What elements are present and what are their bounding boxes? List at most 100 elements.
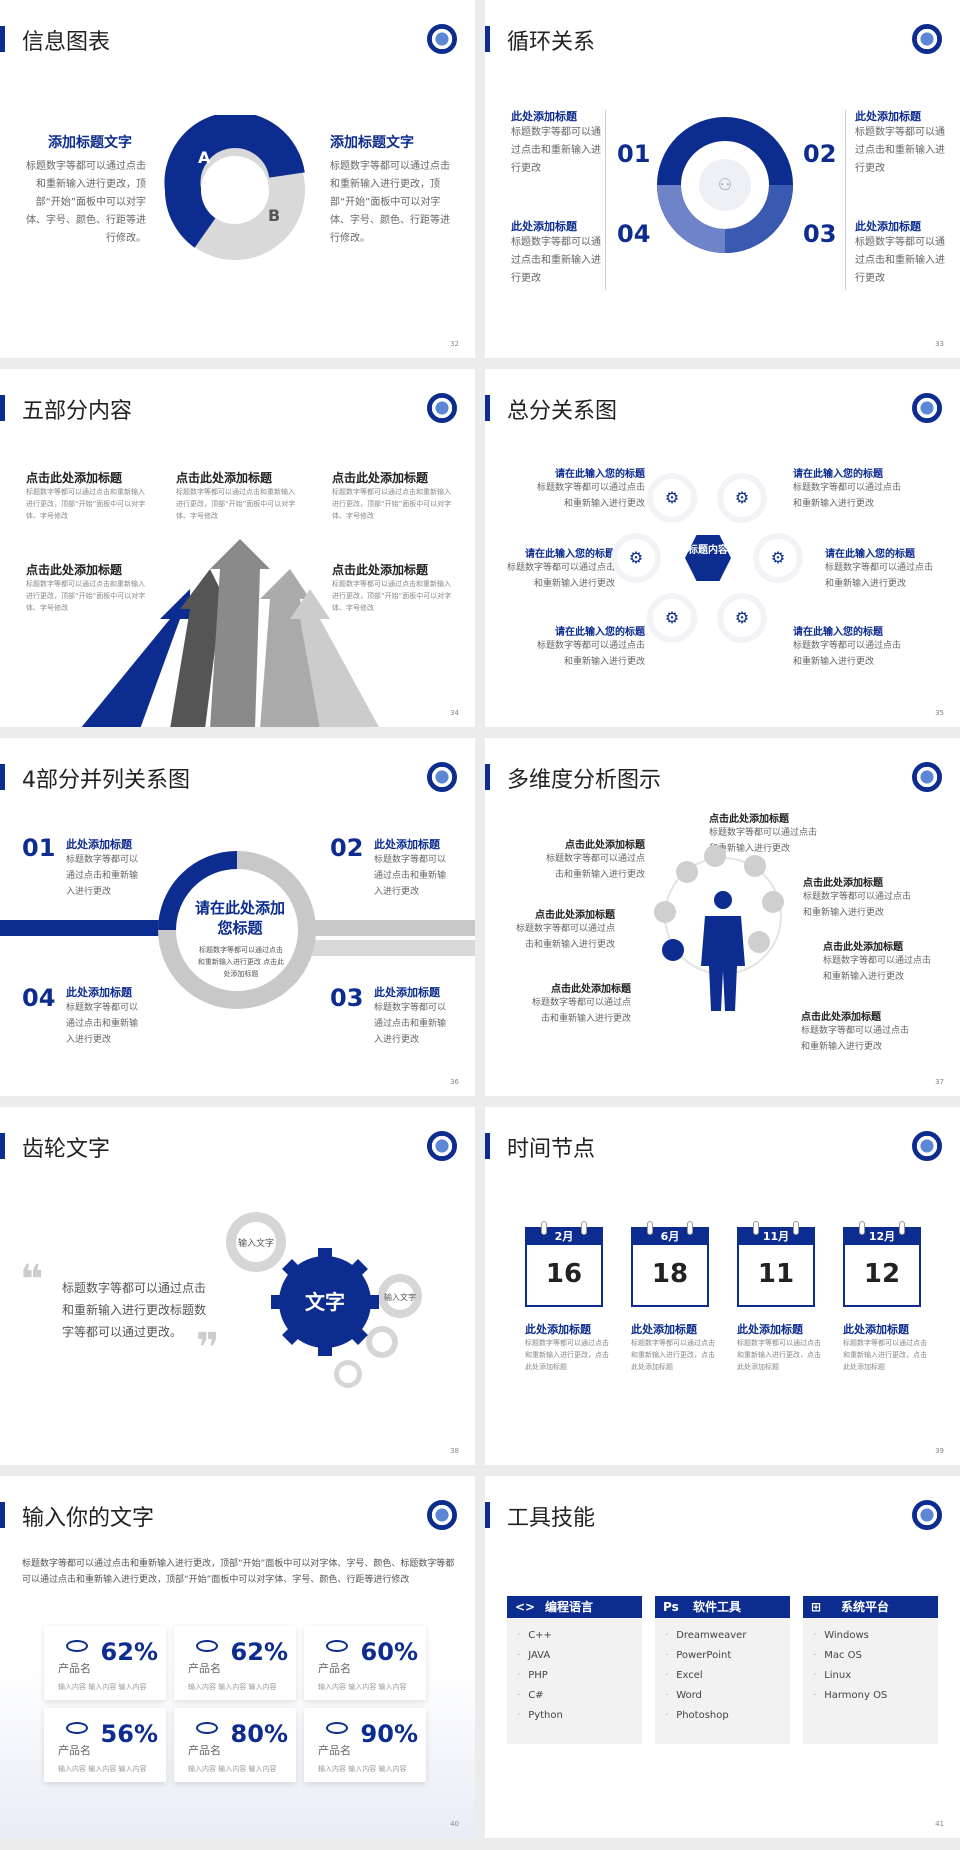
skill-group-programming: <>编程语言 C++ JAVA PHP C# Python (507, 1596, 642, 1744)
title-accent-bar (0, 1502, 5, 1528)
gear-small-label: 输入文字 (238, 1237, 274, 1249)
title-accent-bar (0, 1133, 5, 1159)
slide-title: 信息图表 (22, 30, 111, 55)
title-accent-bar (0, 764, 5, 790)
branch-item-6: 请在此输入您的标题 标题数字等都可以通过点击和重新输入进行更改 (793, 627, 902, 667)
cycle-item-2: 此处添加标题 标题数字等都可以通过点击和重新输入进行更改 (855, 110, 945, 174)
divider (605, 110, 606, 290)
quote-open-icon: ❝ (20, 1257, 44, 1303)
slide-title: 4部分并列关系图 (22, 768, 190, 793)
time-item-4: 此处添加标题 标题数字等都可以通过点击和重新输入进行更改，点击此处添加标题 (843, 1323, 927, 1371)
stat-card: 62% 产品名 输入内容 输入内容 输入内容 (174, 1626, 296, 1700)
university-logo (912, 1131, 942, 1161)
time-item-3: 此处添加标题 标题数字等都可以通过点击和重新输入进行更改，点击此处添加标题 (737, 1323, 821, 1371)
divider (845, 110, 846, 290)
calendar-card: 11月 11 (737, 1221, 815, 1307)
slide-multi-dimension[interactable]: 多维度分析图示 点击此处添加标题 标题数字等都可以通过点击和重新输入进行更改 点… (485, 738, 960, 1096)
page-number: 36 (450, 1078, 459, 1086)
center-heading: 请在此处添加您标题 (194, 899, 285, 937)
cycle-num-03: 03 (803, 220, 837, 248)
slide-five-parts[interactable]: 五部分内容 点击此处添加标题 标题数字等都可以通过点击和重新输入进行更改，顶部“… (0, 369, 475, 727)
university-logo (912, 393, 942, 423)
calendar-month: 12月 (845, 1229, 919, 1245)
right-heading: 添加标题文字 (330, 135, 414, 151)
title-accent-bar (0, 26, 5, 52)
part-item-5: 点击此处添加标题 标题数字等都可以通过点击和重新输入进行更改，顶部“开始”面板中… (332, 563, 452, 612)
product-icon (66, 1640, 88, 1652)
calendar-card: 2月 16 (525, 1221, 603, 1307)
slide-total-sub[interactable]: 总分关系图 请在此输入您的标题 标题数字等都可以通过点击和重新输入进行更改 请在… (485, 369, 960, 727)
dim-item-6: 点击此处添加标题 标题数字等都可以通过点击和重新输入进行更改 (531, 984, 631, 1024)
band-left (0, 920, 160, 936)
time-item-2: 此处添加标题 标题数字等都可以通过点击和重新输入进行更改，点击此处添加标题 (631, 1323, 715, 1371)
slide-gear-text[interactable]: 齿轮文字 ❝ 标题数字等都可以通过点击和重新输入进行更改标题数字等都可以通过更改… (0, 1107, 475, 1465)
title-accent-bar (0, 395, 5, 421)
branch-item-5: 请在此输入您的标题 标题数字等都可以通过点击和重新输入进行更改 (536, 627, 645, 667)
band-right-2 (312, 940, 475, 956)
gear-icon: ⚙ (759, 539, 797, 577)
dim-item-4: 点击此处添加标题 标题数字等都可以通过点击和重新输入进行更改 (515, 910, 615, 950)
part-item-2: 点击此处添加标题 标题数字等都可以通过点击和重新输入进行更改，顶部“开始”面板中… (176, 471, 296, 520)
slide-time-nodes[interactable]: 时间节点 2月 16 6月 18 11月 11 12月 12 此处添加标题 标题… (485, 1107, 960, 1465)
arrows-graphic (81, 539, 379, 727)
branch-item-1: 请在此输入您的标题 标题数字等都可以通过点击和重新输入进行更改 (536, 469, 645, 509)
title-accent-bar (485, 1502, 490, 1528)
product-icon (66, 1722, 88, 1734)
donut-chart: A B (164, 115, 305, 260)
svg-text:⚇: ⚇ (718, 175, 732, 194)
item-4: 此处添加标题 标题数字等都可以通过点击和重新输入进行更改 (66, 986, 139, 1045)
calendar-day: 11 (757, 1259, 795, 1289)
windows-icon: ⊞ (811, 1600, 822, 1614)
quote-close-icon: ❞ (196, 1325, 220, 1371)
businessman-graphic (654, 845, 784, 1011)
code-icon: <> (515, 1600, 536, 1614)
dim-item-2: 点击此处添加标题 标题数字等都可以通过点击和重新输入进行更改 (545, 840, 645, 880)
university-logo (912, 762, 942, 792)
item-num-01: 01 (22, 834, 56, 862)
branch-item-2: 请在此输入您的标题 标题数字等都可以通过点击和重新输入进行更改 (793, 469, 902, 509)
calendar-month: 2月 (527, 1229, 601, 1245)
item-3: 此处添加标题 标题数字等都可以通过点击和重新输入进行更改 (374, 986, 447, 1045)
product-icon (326, 1640, 348, 1652)
product-icon (196, 1640, 218, 1652)
left-text: 标题数字等都可以通过点击和重新输入进行更改，顶部“开始”面板中可以对字体、字号、… (26, 161, 146, 244)
page-number: 37 (935, 1078, 944, 1086)
page-number: 40 (450, 1820, 459, 1828)
part-item-4: 点击此处添加标题 标题数字等都可以通过点击和重新输入进行更改，顶部“开始”面板中… (26, 563, 146, 612)
dim-item-1: 点击此处添加标题 标题数字等都可以通过点击和重新输入进行更改 (709, 814, 818, 854)
calendar-day: 12 (863, 1259, 901, 1289)
product-icon (196, 1722, 218, 1734)
university-logo (427, 24, 457, 54)
slide-info-chart[interactable]: 信息图表 添加标题文字 标题数字等都可以通过点击和重新输入进行更改，顶部“开始”… (0, 0, 475, 358)
page-number: 33 (935, 340, 944, 348)
center-ring (158, 851, 316, 1009)
cycle-num-02: 02 (803, 140, 837, 168)
gear-body-text: 标题数字等都可以通过点击和重新输入进行更改标题数字等都可以通过更改。 (62, 1281, 207, 1339)
slide-title: 时间节点 (507, 1137, 596, 1162)
stat-card: 90% 产品名 输入内容 输入内容 输入内容 (304, 1708, 426, 1782)
slide-cycle[interactable]: 循环关系 此处添加标题 标题数字等都可以通过点击和重新输入进行更改 01 此处添… (485, 0, 960, 358)
gear-icon: ⚙ (653, 479, 691, 517)
cycle-num-04: 04 (617, 220, 651, 248)
slide-four-parallel[interactable]: 4部分并列关系图 请在此处添加您标题 标题数字等都可以通过点击和重新输入进行更改… (0, 738, 475, 1096)
cycle-item-1: 此处添加标题 标题数字等都可以通过点击和重新输入进行更改 (511, 110, 601, 174)
university-logo (427, 1500, 457, 1530)
gear-icon: ⚙ (653, 599, 691, 637)
item-num-04: 04 (22, 984, 56, 1012)
slide-input-text[interactable]: 输入你的文字 标题数字等都可以通过点击和重新输入进行更改，顶部“开始”面板中可以… (0, 1476, 475, 1838)
university-logo (912, 24, 942, 54)
title-accent-bar (485, 764, 490, 790)
item-1: 此处添加标题 标题数字等都可以通过点击和重新输入进行更改 (66, 838, 139, 897)
calendar-day: 18 (651, 1259, 689, 1289)
slide-title: 工具技能 (507, 1506, 596, 1531)
dim-item-5: 点击此处添加标题 标题数字等都可以通过点击和重新输入进行更改 (823, 942, 932, 982)
body-text: 标题数字等都可以通过点击和重新输入进行更改，顶部“开始”面板中可以对字体、字号、… (22, 1559, 455, 1585)
part-item-3: 点击此处添加标题 标题数字等都可以通过点击和重新输入进行更改，顶部“开始”面板中… (332, 471, 452, 520)
center-text: 标题数字等都可以通过点击和重新输入进行更改 点击此处添加标题 (197, 946, 285, 978)
slide-tool-skills[interactable]: 工具技能 <>编程语言 C++ JAVA PHP C# Python Ps软件工… (485, 1476, 960, 1838)
product-icon (326, 1722, 348, 1734)
title-accent-bar (485, 1133, 490, 1159)
slide-title: 输入你的文字 (22, 1506, 155, 1531)
dim-item-3: 点击此处添加标题 标题数字等都可以通过点击和重新输入进行更改 (803, 878, 912, 918)
